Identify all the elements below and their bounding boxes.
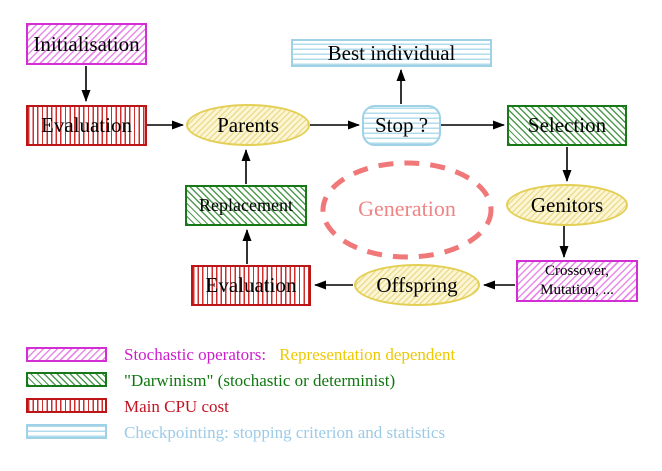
legend-swatch-checkpointing [26,424,107,439]
legend-cpu-cost-text: Main CPU cost [124,397,229,416]
node-crossover-mutation-label: Crossover, Mutation, ... [540,263,614,298]
node-best-individual: Best individual [291,39,492,67]
node-replacement: Replacement [185,185,307,226]
node-stop-label: Stop ? [374,113,429,138]
node-crossover-mutation: Crossover, Mutation, ... [516,260,638,302]
node-genitors: Genitors [506,184,628,226]
legend-swatch-darwinism [26,372,107,387]
node-offspring-label: Offspring [376,272,458,297]
node-evaluation-top: Evaluation [26,105,147,146]
node-initialisation-label: Initialisation [33,31,140,56]
legend-row-stochastic-operators: Stochastic operators: Representation depe… [124,346,455,364]
node-parents-label: Parents [217,112,279,137]
node-selection-label: Selection [527,113,607,138]
generation-dashed-ellipse [320,160,494,260]
node-stop: Stop ? [362,105,441,146]
node-parents: Parents [186,104,310,146]
legend-representation-text: Representation dependent [279,345,456,364]
legend-swatch-cpu-cost [26,398,107,413]
node-offspring: Offspring [354,264,480,306]
node-evaluation-top-label: Evaluation [41,113,132,138]
legend-checkpointing-text: Checkpointing: stopping criterion and st… [124,423,446,442]
node-selection: Selection [507,105,627,146]
legend-darwinism-text: "Darwinism" (stochastic or determinist) [124,371,396,390]
legend-stochastic-text: Stochastic operators: [124,345,267,364]
node-best-individual-label: Best individual [327,40,456,65]
node-genitors-label: Genitors [530,192,604,217]
node-evaluation-bottom: Evaluation [191,265,311,306]
legend-swatch-stochastic-operators [26,347,107,362]
node-evaluation-bottom-label: Evaluation [205,273,297,298]
node-initialisation: Initialisation [26,23,147,65]
node-replacement-label: Replacement [199,195,293,215]
generation-label: Generation [358,196,456,221]
